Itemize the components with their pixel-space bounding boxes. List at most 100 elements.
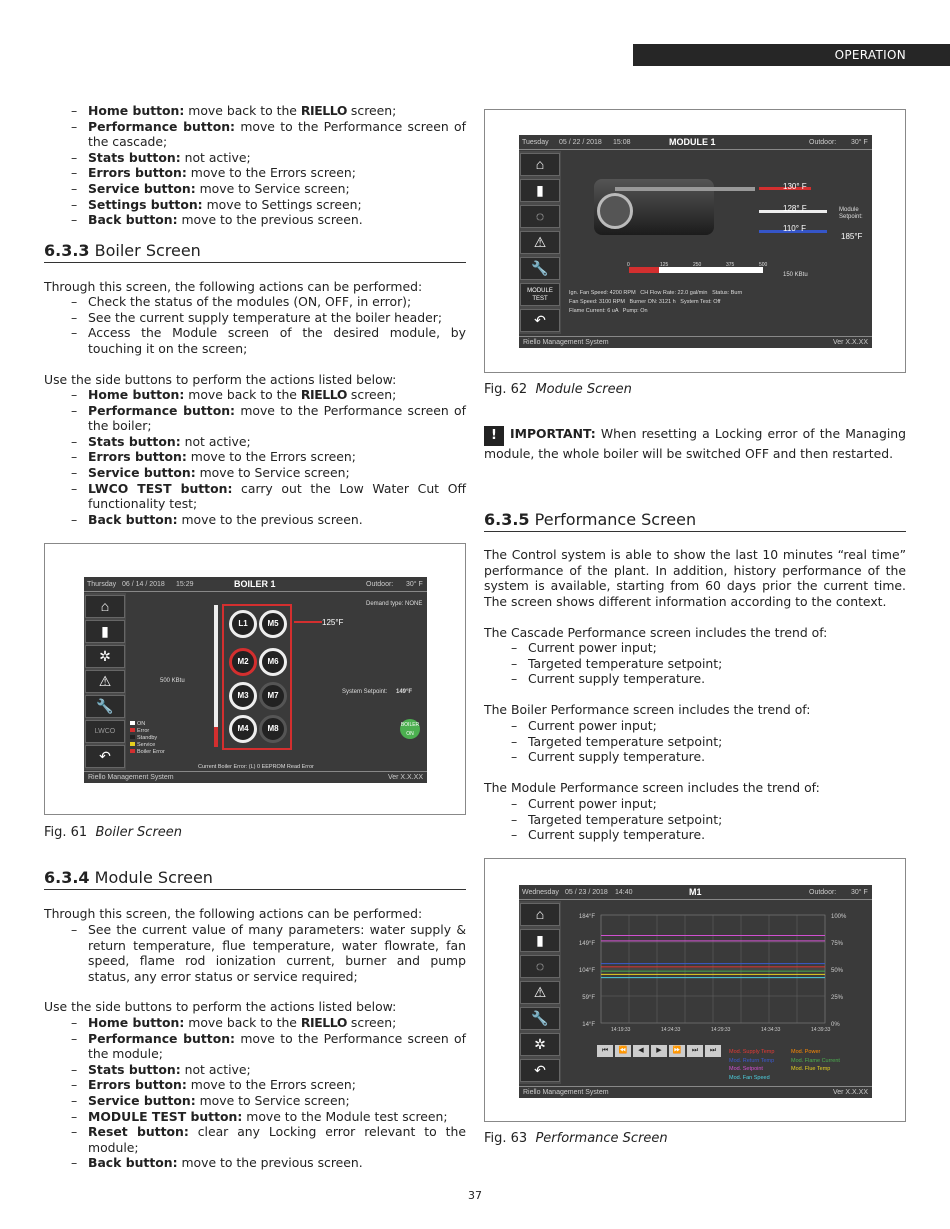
legend-swatch	[130, 721, 135, 725]
supply-pipe	[615, 187, 755, 191]
modules-frame	[222, 604, 292, 750]
y2-tick-label: 0%	[831, 1022, 840, 1028]
module-m7-button[interactable]: M7	[259, 682, 287, 710]
module-m3-button[interactable]: M3	[229, 682, 257, 710]
important-note: !IMPORTANT: When resetting a Locking err…	[484, 426, 906, 461]
list-cascade-trend: Current power input;Targeted temperature…	[484, 640, 906, 687]
module-screen: Tuesday 05 / 22 / 2018 15:08 MODULE 1 Ou…	[519, 135, 872, 348]
list-item: Current power input;	[511, 718, 906, 734]
lwco-button[interactable]: LWCO	[85, 720, 125, 743]
settings-button[interactable]: ✲	[520, 1033, 560, 1056]
heading-6-3-5: 6.3.5 Performance Screen	[484, 510, 906, 532]
x-tick-label: 14:39:33	[811, 1027, 831, 1033]
list-item: Stats button: not active;	[71, 434, 466, 450]
module-test-button[interactable]: MODULE TEST	[520, 283, 560, 306]
stats-button[interactable]: ✲	[85, 645, 125, 668]
power-kbtu: 150 KBtu	[783, 272, 808, 278]
playback-button[interactable]: ⏭	[705, 1045, 721, 1057]
playback-button[interactable]: ▶	[651, 1045, 667, 1057]
supply-line	[759, 187, 811, 190]
playback-controls: ⏮⏪◀▶⏩⏭⏭	[597, 1045, 723, 1057]
scale-tick: 125	[660, 262, 669, 268]
list-module-trend: Current power input;Targeted temperature…	[484, 796, 906, 843]
legend-item: Standby	[130, 735, 165, 742]
home-button[interactable]: ⌂	[520, 903, 560, 926]
x-tick-label: 14:24:33	[661, 1027, 681, 1033]
list-boiler-actions: Check the status of the modules (ON, OFF…	[44, 294, 466, 356]
back-button[interactable]: ↶	[85, 745, 125, 768]
list-item: Stats button: not active;	[71, 150, 466, 166]
para-635: The Control system is able to show the l…	[484, 547, 906, 609]
supply-temp: 130° F	[783, 182, 807, 191]
legend-item: Service	[130, 742, 165, 749]
list-item: Errors button: move to the Errors screen…	[71, 449, 466, 465]
caption-fig63: Fig. 63 Performance Screen	[484, 1131, 668, 1146]
errors-button[interactable]: ⚠	[85, 670, 125, 693]
perf-sidebar: ⌂ ▮ ◌ ⚠ 🔧 ✲ ↶	[519, 901, 561, 1084]
playback-button[interactable]: ⏩	[669, 1045, 685, 1057]
list-item: See the current value of many parameters…	[71, 922, 466, 984]
legend-entry: Mod. Flame Current	[791, 1057, 840, 1064]
y-tick-label: 59°F	[582, 995, 595, 1001]
module-m2-button[interactable]: M2	[229, 648, 257, 676]
legend-item: Error	[130, 728, 165, 735]
return-temp: 110° F	[783, 224, 807, 233]
return-line	[759, 230, 827, 233]
module-sidebar: ⌂ ▮ ◌ ⚠ 🔧 MODULE TEST ↶	[519, 151, 561, 334]
system-setpoint-value: 149°F	[396, 689, 413, 695]
list-item: Check the status of the modules (ON, OFF…	[71, 294, 466, 310]
x-tick-label: 14:29:33	[711, 1027, 731, 1033]
service-button[interactable]: 🔧	[520, 1007, 560, 1030]
performance-button[interactable]: ▮	[520, 179, 560, 202]
errors-button[interactable]: ⚠	[520, 231, 560, 254]
home-button[interactable]: ⌂	[85, 595, 125, 618]
module-m8-button[interactable]: M8	[259, 715, 287, 743]
performance-chart: 184°F149°F104°F59°F14°F100%75%50%25%0%14…	[579, 914, 847, 1033]
list-item: Back button: move to the previous screen…	[71, 212, 466, 228]
para-634: Through this screen, the following actio…	[44, 906, 423, 921]
performance-button[interactable]: ▮	[520, 929, 560, 952]
module-m5-button[interactable]: M5	[259, 610, 287, 638]
para-module: The Module Performance screen includes t…	[484, 780, 820, 795]
power-bar	[629, 267, 763, 273]
para-633b: Use the side buttons to perform the acti…	[44, 372, 397, 387]
para-633: Through this screen, the following actio…	[44, 279, 423, 294]
back-button[interactable]: ↶	[520, 309, 560, 332]
legend-swatch	[130, 742, 135, 746]
module-m6-button[interactable]: M6	[259, 648, 287, 676]
playback-button[interactable]: ⏪	[615, 1045, 631, 1057]
playback-button[interactable]: ◀	[633, 1045, 649, 1057]
service-button[interactable]: 🔧	[520, 257, 560, 280]
power-bar	[214, 605, 218, 747]
list-main-buttons: Home button: move back to the RIELLO scr…	[44, 103, 466, 228]
stats-button[interactable]: ◌	[520, 205, 560, 228]
back-button[interactable]: ↶	[520, 1059, 560, 1082]
performance-button[interactable]: ▮	[85, 620, 125, 643]
home-button[interactable]: ⌂	[520, 153, 560, 176]
legend-entry: Mod. Supply Temp	[729, 1049, 775, 1055]
y-tick-label: 184°F	[579, 914, 595, 920]
list-item: Stats button: not active;	[71, 1062, 466, 1078]
service-button[interactable]: 🔧	[85, 695, 125, 718]
module-m4-button[interactable]: M4	[229, 715, 257, 743]
list-item: Targeted temperature setpoint;	[511, 656, 906, 672]
heading-6-3-3: 6.3.3 Boiler Screen	[44, 241, 466, 263]
errors-button[interactable]: ⚠	[520, 981, 560, 1004]
module-l1-button[interactable]: L1	[229, 610, 257, 638]
list-item: MODULE TEST button: move to the Module t…	[71, 1109, 466, 1125]
flue-temp: 128° F	[783, 204, 807, 213]
demand-type: Demand type: NONE	[366, 601, 423, 607]
playback-button[interactable]: ⏭	[687, 1045, 703, 1057]
list-item: Home button: move back to the RIELLO scr…	[71, 103, 466, 119]
stats-button[interactable]: ◌	[520, 955, 560, 978]
page-number: 37	[468, 1189, 482, 1202]
supply-temp: 125°F	[322, 618, 344, 627]
scale-tick: 375	[726, 262, 735, 268]
playback-button[interactable]: ⏮	[597, 1045, 613, 1057]
legend-entry: Mod. Flue Temp	[791, 1066, 831, 1072]
figure-boiler-screen: Thursday 06 / 14 / 2018 15:29 BOILER 1 O…	[44, 543, 466, 815]
performance-screen: Wednesday 05 / 23 / 2018 14:40 M1 Outdoo…	[519, 885, 872, 1098]
flue-line	[759, 210, 827, 213]
